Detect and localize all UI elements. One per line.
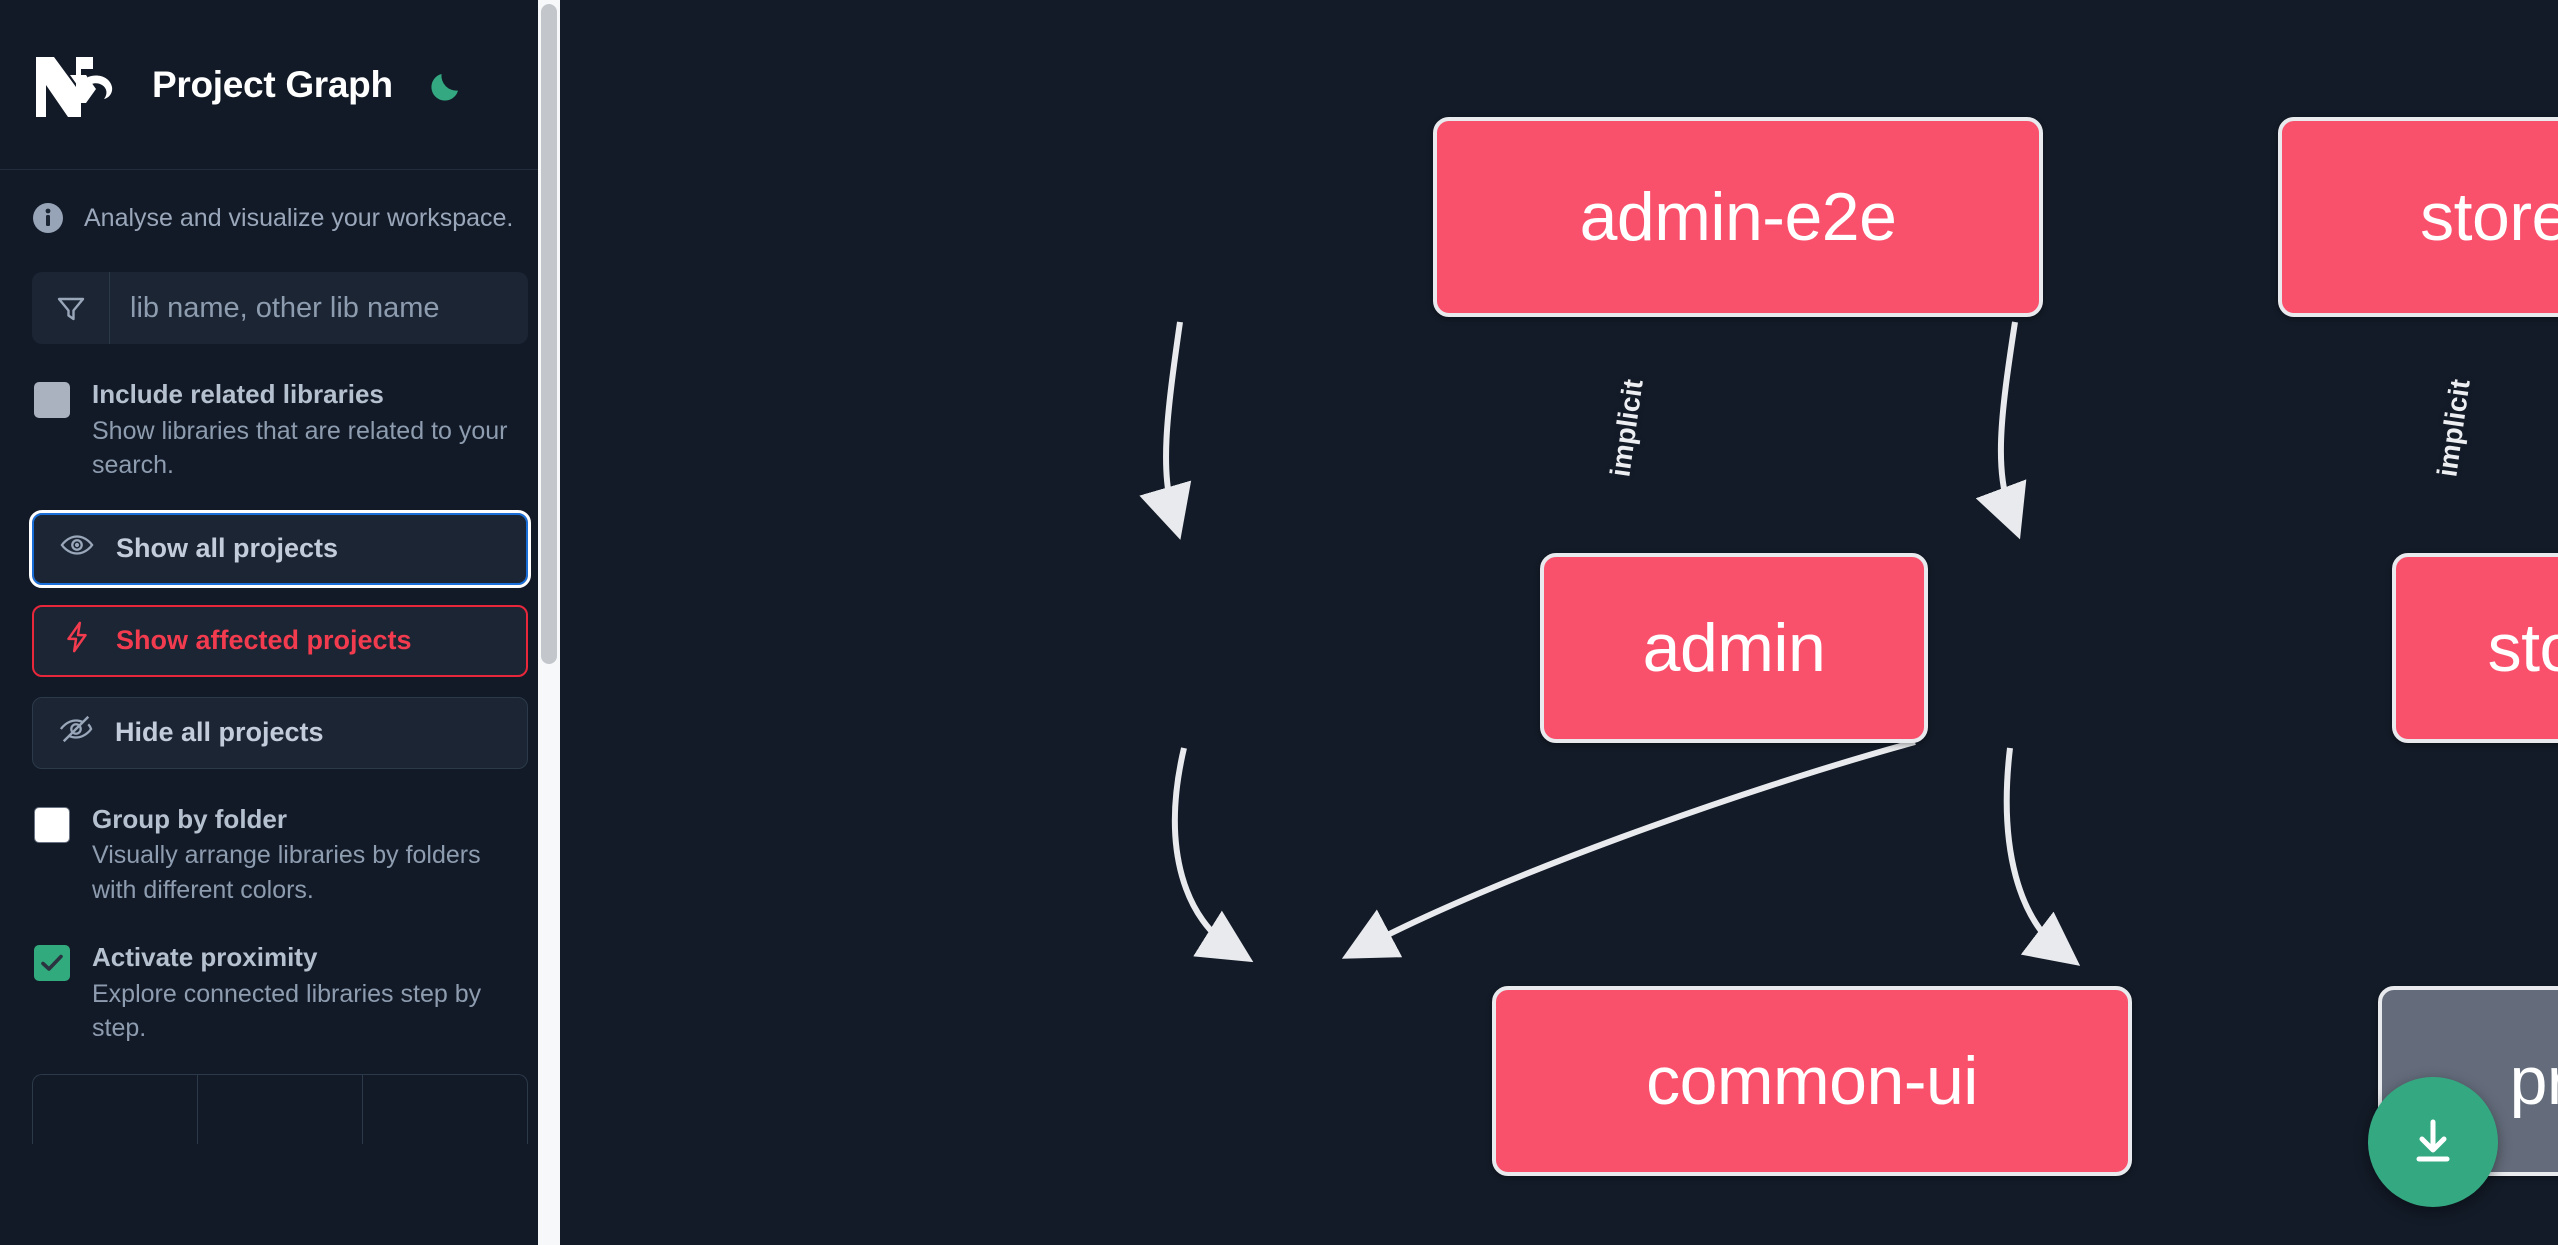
- activate-proximity-checkbox[interactable]: [34, 945, 70, 981]
- include-related-libraries-checkbox[interactable]: [34, 382, 70, 418]
- group-by-folder-label: Group by folder: [92, 803, 287, 834]
- include-related-libraries-row[interactable]: Include related libraries Show libraries…: [0, 344, 560, 483]
- show-all-projects-button[interactable]: Show all projects: [29, 509, 531, 588]
- graph-node-common-ui[interactable]: common-ui: [1492, 986, 2132, 1176]
- graph-node-admin-e2e[interactable]: admin-e2e: [1433, 117, 2043, 317]
- sidebar-scrollbar[interactable]: [538, 0, 560, 1245]
- project-visibility-buttons: Show all projects Show affected projects: [0, 483, 560, 769]
- graph-node-admin[interactable]: admin: [1540, 553, 1928, 743]
- moon-icon[interactable]: [425, 63, 469, 107]
- eye-off-icon: [59, 712, 93, 753]
- edge-store-e2e-to-store: [1975, 321, 2027, 540]
- group-by-folder-checkbox[interactable]: [34, 806, 70, 843]
- filter-row: [0, 262, 560, 344]
- eye-icon: [60, 528, 94, 569]
- show-affected-projects-button[interactable]: Show affected projects: [32, 604, 528, 677]
- group-by-folder-row[interactable]: Group by folder Visually arrange librari…: [0, 769, 560, 908]
- segment-option-1[interactable]: [33, 1074, 198, 1144]
- info-icon: [30, 200, 66, 236]
- activate-proximity-label: Activate proximity: [92, 942, 318, 972]
- edge-admin-to-common-ui: [1171, 747, 1254, 963]
- workspace-description-text: Analyse and visualize your workspace.: [84, 203, 514, 232]
- graph-node-label: common-ui: [1646, 1043, 1978, 1119]
- filter-box[interactable]: [32, 272, 528, 344]
- hide-all-projects-button[interactable]: Hide all projects: [32, 696, 528, 769]
- graph-edges: [1139, 321, 2081, 966]
- edge-store-to-products: [2003, 747, 2081, 966]
- search-input[interactable]: [110, 272, 528, 344]
- graph-node-store-e2e[interactable]: store-e2e: [2278, 117, 2558, 317]
- sidebar: Project Graph Analyse and visualize your…: [0, 0, 560, 1245]
- edge-store-to-common-ui: [1341, 739, 1916, 959]
- graph-node-label: admin-e2e: [1579, 179, 1897, 255]
- activate-proximity-row[interactable]: Activate proximity Explore connected lib…: [0, 907, 560, 1046]
- edge-admin-e2e-to-admin: [1139, 321, 1192, 540]
- filter-funnel-icon: [32, 272, 110, 344]
- checkmark-icon: [41, 954, 63, 971]
- segment-option-2[interactable]: [198, 1074, 363, 1144]
- hide-all-projects-label: Hide all projects: [115, 717, 324, 747]
- group-by-folder-description: Visually arrange libraries by folders wi…: [92, 841, 481, 904]
- nx-logo-icon: [32, 51, 124, 119]
- include-related-libraries-description: Show libraries that are related to your …: [92, 416, 508, 480]
- lightning-bolt-icon: [60, 620, 94, 661]
- show-all-projects-label: Show all projects: [116, 533, 339, 563]
- activate-proximity-description: Explore connected libraries step by step…: [92, 979, 482, 1043]
- graph-node-label: admin: [1642, 610, 1826, 686]
- download-icon: [2416, 1119, 2450, 1162]
- project-graph-canvas[interactable]: admin-e2e store-e2e admin store common-u…: [560, 0, 2558, 1245]
- proximity-segmented-control[interactable]: [0, 1046, 560, 1144]
- sidebar-scrollbar-thumb[interactable]: [541, 4, 557, 664]
- graph-node-label: store-e2e: [2420, 179, 2558, 255]
- graph-node-store[interactable]: store: [2392, 553, 2558, 743]
- graph-node-label: store: [2487, 610, 2558, 686]
- sidebar-header: Project Graph: [0, 0, 560, 170]
- include-related-libraries-label: Include related libraries: [92, 379, 384, 409]
- segment-option-3[interactable]: [363, 1075, 527, 1144]
- show-affected-projects-label: Show affected projects: [116, 625, 412, 655]
- page-title: Project Graph: [152, 63, 393, 105]
- graph-node-label: products: [2509, 1043, 2558, 1119]
- workspace-description: Analyse and visualize your workspace.: [0, 170, 560, 262]
- download-graph-button[interactable]: [2368, 1077, 2498, 1207]
